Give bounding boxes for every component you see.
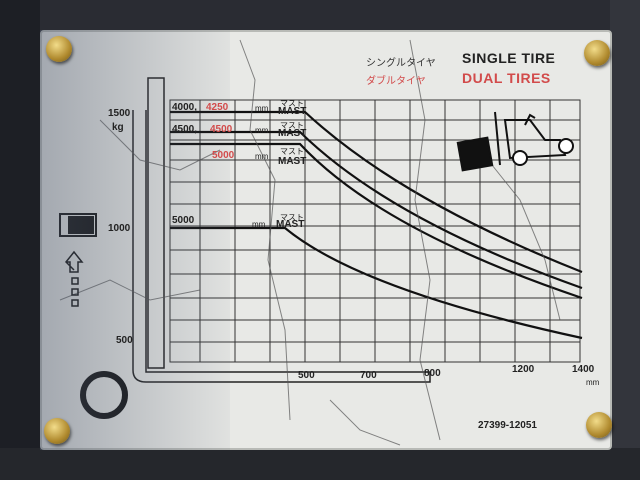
load-column — [132, 77, 431, 383]
mast-row-2-unit: mm — [255, 126, 269, 135]
mast-row-4-a: 5000 — [172, 215, 195, 226]
x-label-500: 500 — [298, 370, 315, 381]
plate-cracks — [59, 39, 561, 446]
y-label-500: 500 — [116, 335, 133, 346]
x-label-800: 800 — [424, 368, 441, 379]
forklift-icon — [456, 111, 574, 172]
y-label-1000: 1000 — [108, 223, 131, 234]
mast-row-3-unit: mm — [255, 152, 269, 161]
rivet-top-right — [584, 40, 610, 66]
mast-row-1-b: 4250 — [206, 102, 229, 113]
rivet-bottom-left — [44, 418, 70, 444]
mast-row-3-b: 5000 — [212, 150, 235, 161]
mast-row-4-kana: マスト — [280, 213, 304, 222]
rivet-bottom-right — [586, 412, 612, 438]
mast-row-2-mast: MAST — [278, 128, 307, 139]
up-arrow-icon — [64, 250, 84, 307]
mast-row-1-kana: マスト — [280, 99, 304, 108]
mast-row-3-mast: MAST — [278, 156, 307, 167]
background-shadow-right — [610, 0, 640, 480]
dual-tires-kana: ダブルタイヤ — [366, 76, 426, 87]
load-center-icon — [59, 213, 97, 237]
x-label-700: 700 — [360, 370, 377, 381]
x-label-1400: 1400 — [572, 364, 595, 375]
mast-row-4-mast: MAST — [276, 219, 305, 230]
mast-row-1-mast: MAST — [278, 106, 307, 117]
single-tire-label: SINGLE TIRE — [462, 50, 556, 66]
mast-row-2-b: 4500 — [210, 124, 233, 135]
wheel-icon — [80, 371, 128, 419]
dual-tires-label: DUAL TIRES — [462, 70, 551, 86]
mast-row-2-kana: マスト — [280, 121, 304, 130]
mast-row-1-unit: mm — [255, 104, 269, 113]
x-unit: mm — [586, 378, 600, 387]
mast-row-2-a: 4500, — [172, 124, 198, 135]
background-shadow-bottom — [0, 448, 640, 480]
single-tire-kana: シングルタイヤ — [366, 58, 436, 69]
y-unit: kg — [112, 122, 124, 133]
mast-row-4-unit: mm — [252, 220, 266, 229]
mast-row-1-a: 4000, — [172, 102, 198, 113]
background-shadow-left — [0, 0, 40, 480]
load-curves — [170, 110, 583, 340]
rivet-top-left — [46, 36, 72, 62]
mast-row-3-kana: マスト — [280, 147, 304, 156]
y-label-1500: 1500 — [108, 108, 131, 119]
part-number: 27399-12051 — [478, 420, 537, 431]
x-label-1200: 1200 — [512, 364, 535, 375]
